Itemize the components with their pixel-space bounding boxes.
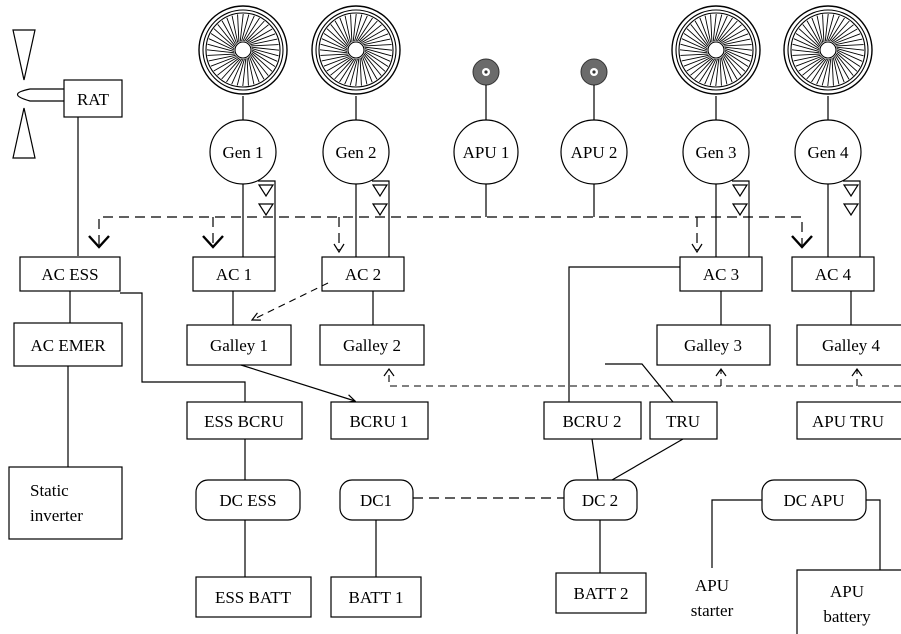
ac2-label: AC 2 — [345, 265, 381, 284]
static-inverter-label-line1: Static — [30, 481, 69, 500]
galley1-label: Galley 1 — [210, 336, 268, 355]
ac-ess-bus — [19, 256, 121, 292]
ac2-bus — [321, 256, 405, 292]
batt1-label: BATT 1 — [349, 588, 404, 607]
gen2-label: Gen 2 — [335, 143, 376, 162]
ac-emer-bus — [13, 322, 123, 367]
apu-tru-label: APU TRU — [812, 412, 884, 431]
ac4-bus — [791, 256, 875, 292]
rat-label: RAT — [77, 90, 110, 109]
tru — [649, 401, 718, 440]
apu2-unit-icon — [580, 58, 608, 86]
apu1-unit-icon — [472, 58, 500, 86]
bcru1 — [330, 401, 429, 440]
ac1-label: AC 1 — [216, 265, 252, 284]
dc-ess-label: DC ESS — [219, 491, 276, 510]
ess-batt-label: ESS BATT — [215, 588, 292, 607]
ac-ess-label: AC ESS — [41, 265, 98, 284]
bcru2-label: BCRU 2 — [562, 412, 621, 431]
galley4-label: Galley 4 — [822, 336, 881, 355]
engine4-fan-icon — [783, 5, 873, 95]
apu-starter-label-line2: starter — [691, 601, 734, 620]
galley3-label: Galley 3 — [684, 336, 742, 355]
ess-batt — [195, 576, 312, 618]
ac4-label: AC 4 — [815, 265, 852, 284]
ac-emer-label: AC EMER — [30, 336, 106, 355]
engine2-fan-icon — [311, 5, 401, 95]
dc-ess-bus — [195, 479, 301, 521]
galley1 — [186, 324, 292, 366]
galley4 — [796, 324, 901, 366]
batt2-label: BATT 2 — [574, 584, 629, 603]
engine3-fan-icon — [671, 5, 761, 95]
ac3-label: AC 3 — [703, 265, 739, 284]
bcru1-label: BCRU 1 — [349, 412, 408, 431]
apu1-label: APU 1 — [463, 143, 510, 162]
bcru2 — [543, 401, 642, 440]
apu-tru — [796, 401, 901, 440]
galley3 — [656, 324, 771, 366]
ess-bcru — [186, 401, 303, 440]
apu-battery-label-line1: APU — [830, 582, 864, 601]
static-inverter — [8, 466, 123, 540]
dc2-label: DC 2 — [582, 491, 618, 510]
dc-apu-label: DC APU — [784, 491, 845, 510]
rat-propeller-icon — [12, 29, 64, 159]
ess-bcru-label: ESS BCRU — [204, 412, 284, 431]
engine1-fan-icon — [198, 5, 288, 95]
gen1-label: Gen 1 — [222, 143, 263, 162]
apu-battery-label-line2: battery — [823, 607, 871, 626]
apu-starter-label-line1: APU — [695, 576, 729, 595]
gen4-label: Gen 4 — [807, 143, 849, 162]
dc1-label: DC1 — [360, 491, 392, 510]
batt2 — [555, 572, 647, 614]
galley2-label: Galley 2 — [343, 336, 401, 355]
batt1 — [330, 576, 422, 618]
rat-box — [63, 79, 123, 118]
ac3-bus — [679, 256, 763, 292]
gen3-label: Gen 3 — [695, 143, 736, 162]
galley2 — [319, 324, 425, 366]
static-inverter-label-line2: inverter — [30, 506, 83, 525]
apu2-label: APU 2 — [571, 143, 618, 162]
ac1-bus — [192, 256, 276, 292]
tru-label: TRU — [666, 412, 700, 431]
